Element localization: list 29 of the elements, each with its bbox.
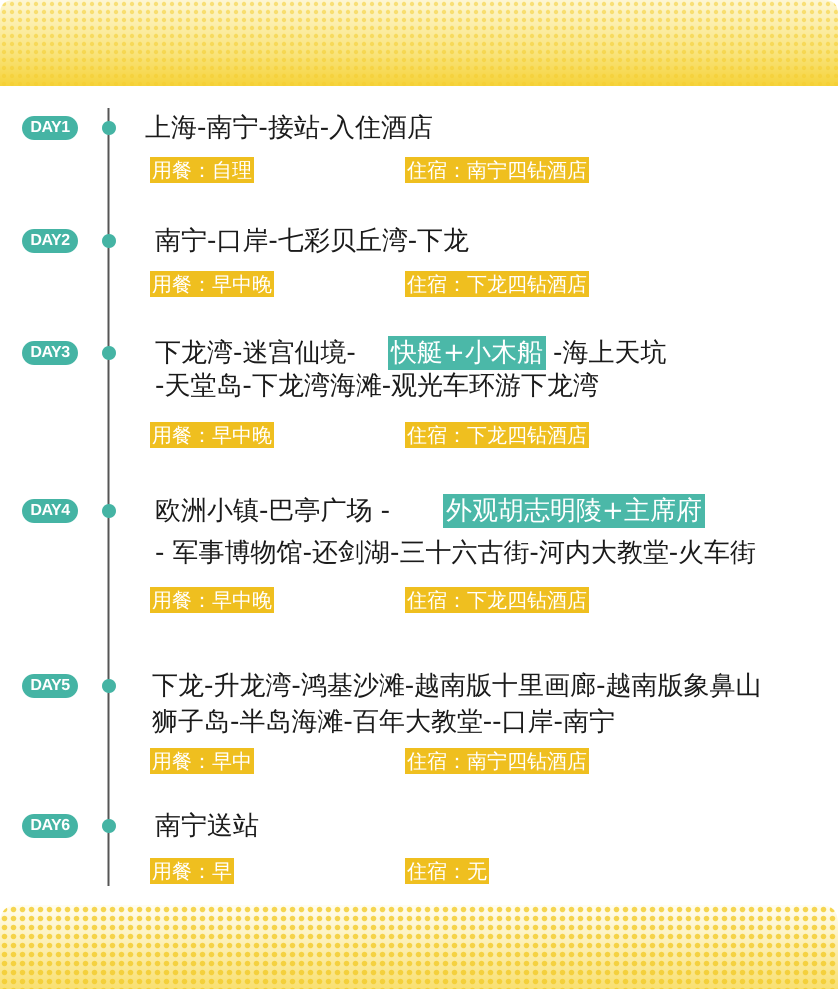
lodging-tag: 住宿：南宁四钻酒店 <box>405 748 589 774</box>
lodging-tag: 住宿：下龙四钻酒店 <box>405 422 589 448</box>
meal-tag: 用餐：早 <box>150 858 234 884</box>
meal-tag: 用餐：早中晚 <box>150 271 274 297</box>
highlight-label: 快艇+小木船 <box>388 336 546 370</box>
meal-tag: 用餐：早中晚 <box>150 587 274 613</box>
lodging-tag: 住宿：南宁四钻酒店 <box>405 157 589 183</box>
route-text: 欧洲小镇-巴亭广场 - <box>155 495 390 527</box>
day-badge: DAY1 <box>22 116 78 140</box>
meal-tag: 用餐：早中 <box>150 748 254 774</box>
route-text: 下龙湾-迷宫仙境- <box>155 337 356 369</box>
lodging-tag: 住宿：下龙四钻酒店 <box>405 587 589 613</box>
route-text: -天堂岛-下龙湾海滩-观光车环游下龙湾 <box>155 370 600 402</box>
route-text: 南宁-口岸-七彩贝丘湾-下龙 <box>155 225 470 257</box>
route-text: - 军事博物馆-还剑湖-三十六古街-河内大教堂-火车街 <box>155 537 756 569</box>
day-badge: DAY4 <box>22 499 78 523</box>
highlight-label: 外观胡志明陵+主席府 <box>443 494 705 528</box>
day-badge: DAY5 <box>22 674 78 698</box>
meal-tag: 用餐：自理 <box>150 157 254 183</box>
day-badge: DAY2 <box>22 229 78 253</box>
lodging-tag: 住宿：下龙四钻酒店 <box>405 271 589 297</box>
route-text: 上海-南宁-接站-入住酒店 <box>145 112 434 144</box>
day-badge: DAY3 <box>22 341 78 365</box>
route-text: 下龙-升龙湾-鸿基沙滩-越南版十里画廊-越南版象鼻山狮子岛-半岛海滩-百年大教堂--口岸-南宁 <box>152 670 762 739</box>
route-text: -海上天坑 <box>553 337 666 369</box>
route-text: 南宁送站 <box>155 810 259 842</box>
meal-tag: 用餐：早中晚 <box>150 422 274 448</box>
day-badge: DAY6 <box>22 814 78 838</box>
lodging-tag: 住宿：无 <box>405 858 489 884</box>
